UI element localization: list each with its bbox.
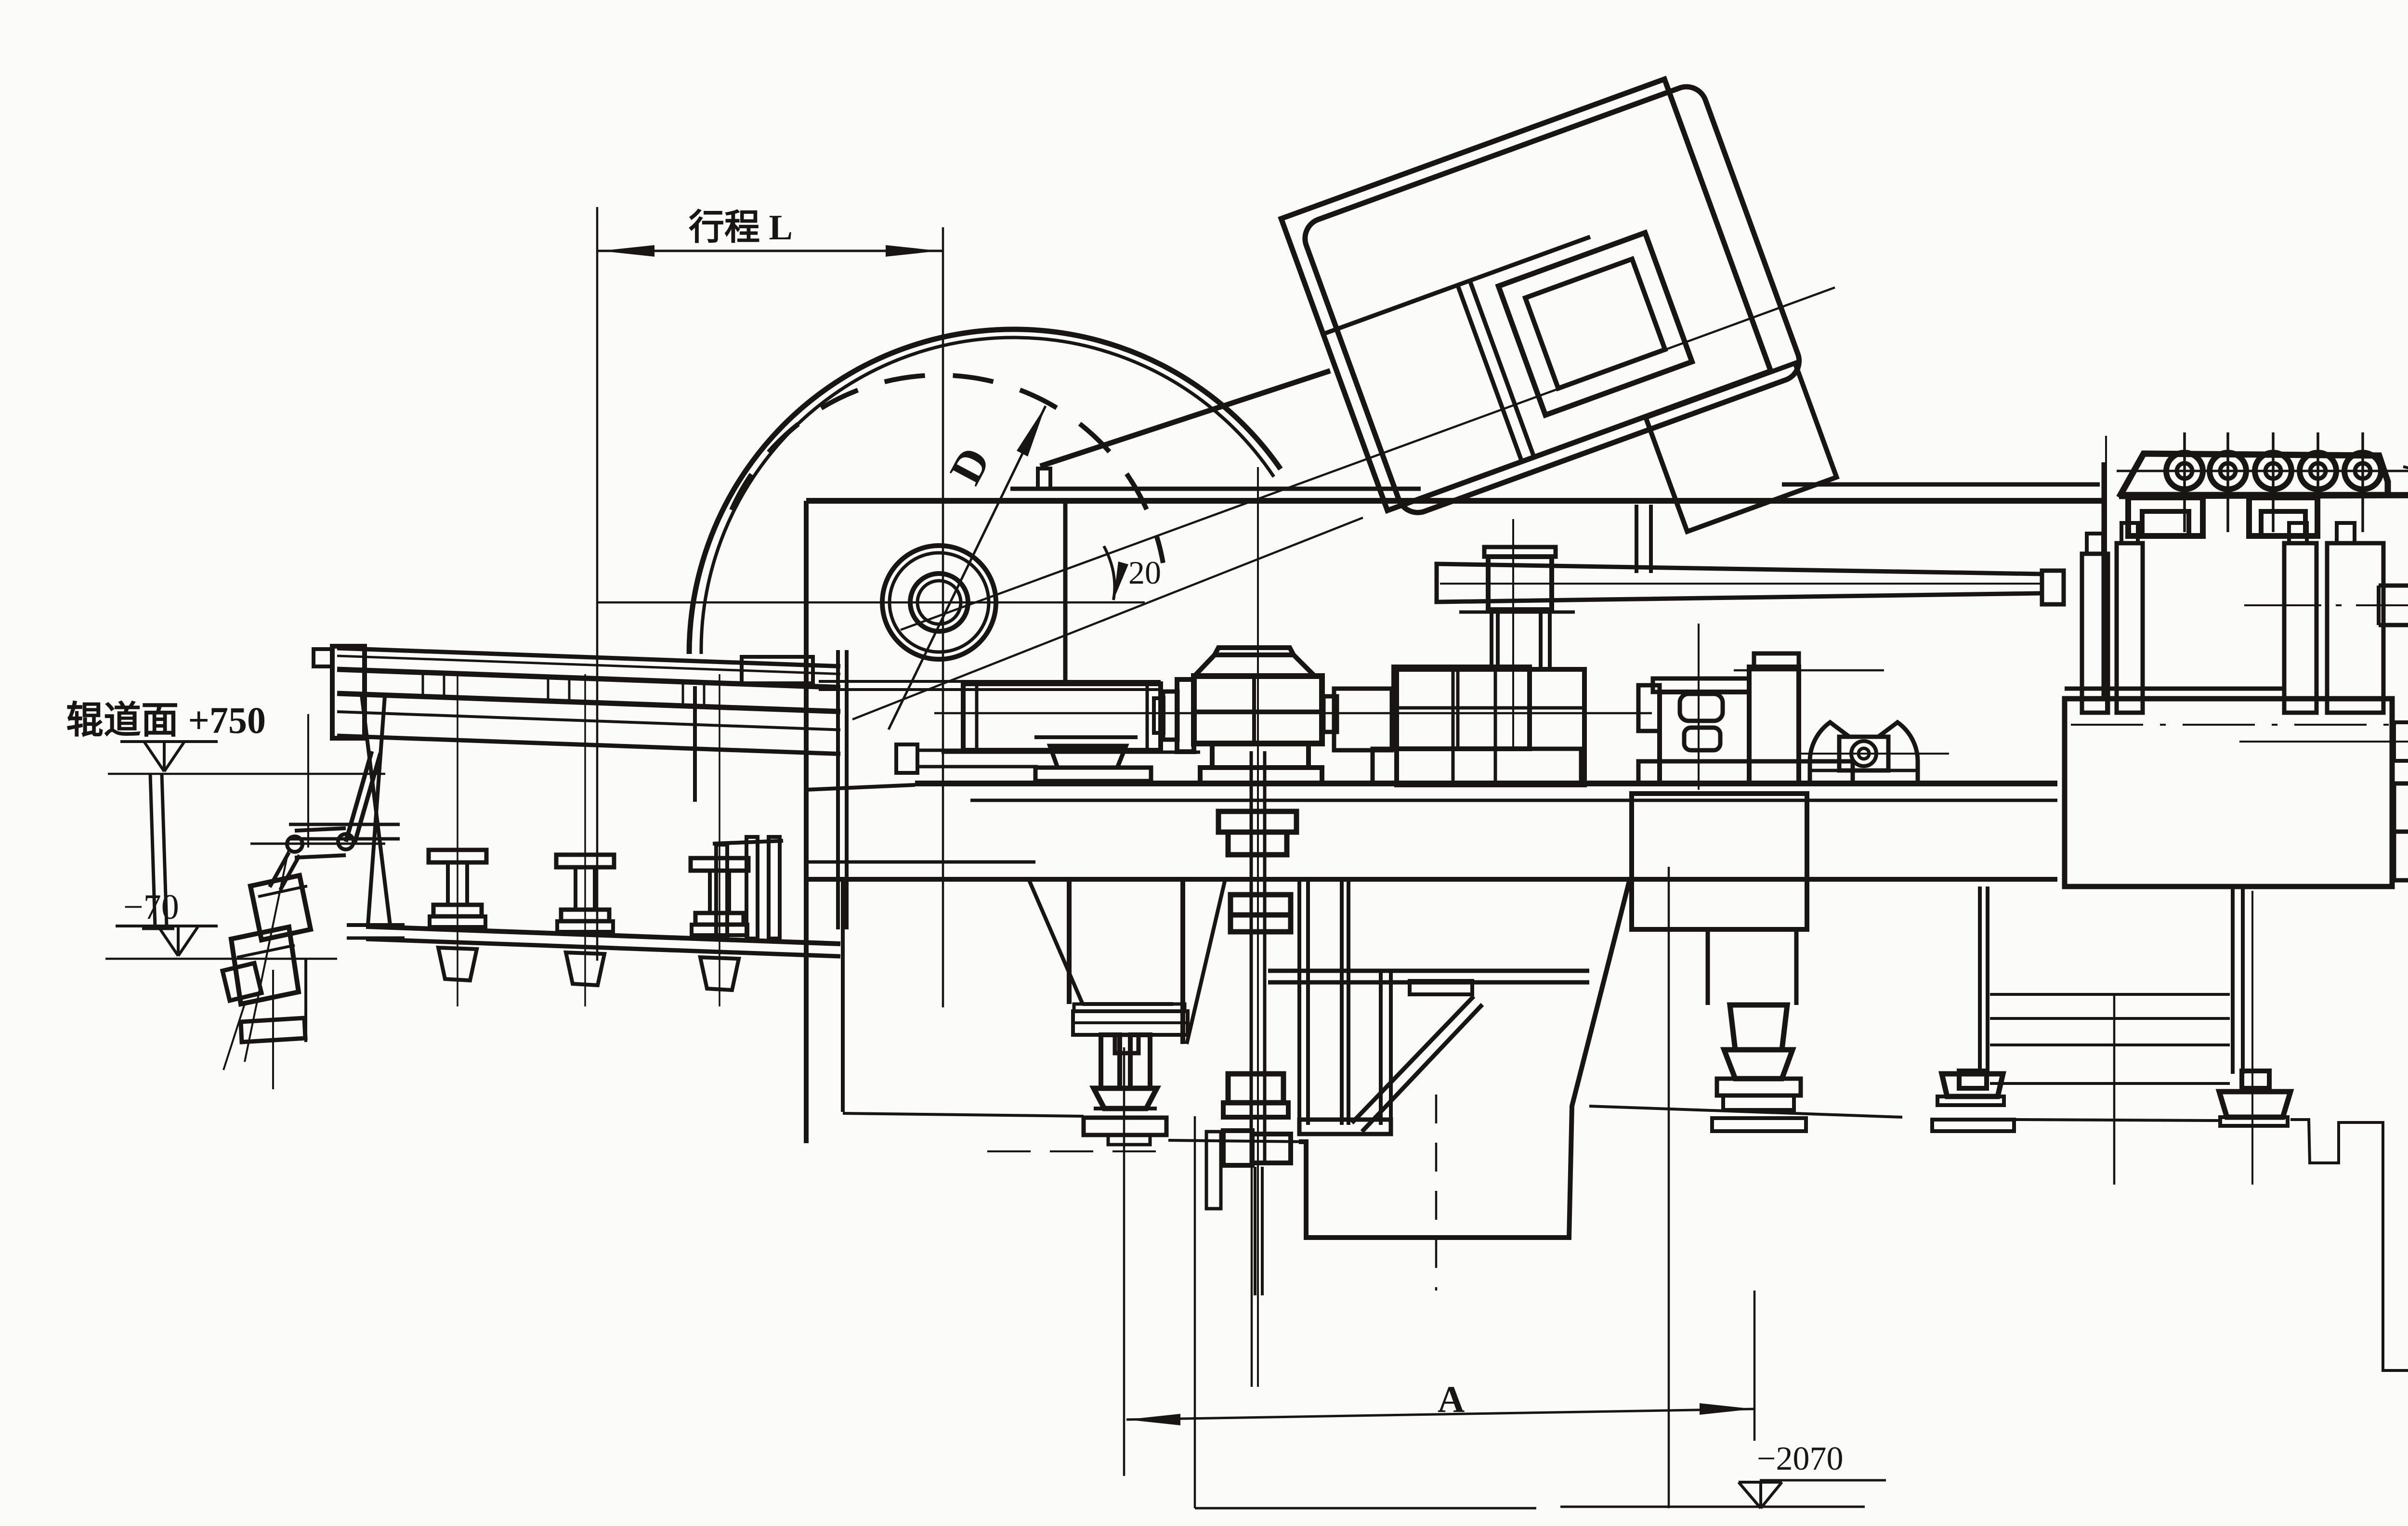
- svg-text:行程 L: 行程 L: [689, 208, 793, 248]
- svg-text:辊道面 +750: 辊道面 +750: [66, 699, 266, 741]
- svg-text:−70: −70: [123, 887, 179, 927]
- svg-text:20: 20: [1128, 554, 1161, 591]
- svg-text:−2070: −2070: [1757, 1440, 1843, 1477]
- svg-text:A: A: [1438, 1378, 1465, 1420]
